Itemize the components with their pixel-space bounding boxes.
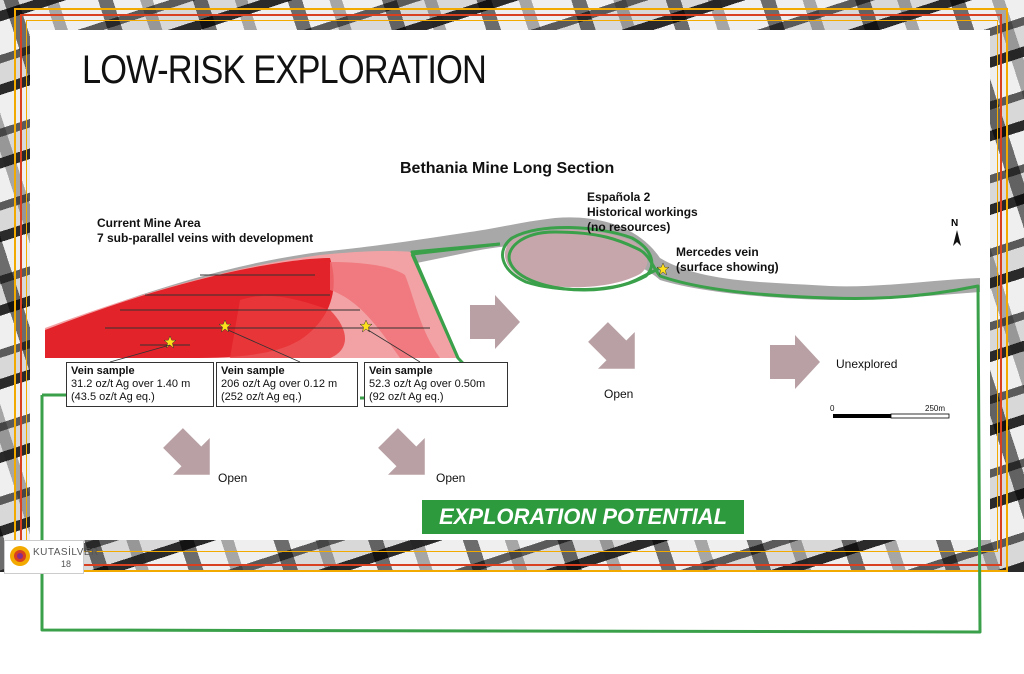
open-label-3: Open xyxy=(436,471,466,485)
open-label-1: Open xyxy=(604,387,634,401)
vein-sample-box-3: Vein sample 52.3 oz/t Ag over 0.50m (92 … xyxy=(364,362,508,407)
arrow-4 xyxy=(163,428,210,475)
north-arrow-icon xyxy=(953,230,961,246)
unexplored-label: Unexplored xyxy=(836,357,898,371)
star-4 xyxy=(656,262,670,276)
scale-bar xyxy=(833,413,950,419)
section-title: Bethania Mine Long Section xyxy=(400,160,615,177)
leader-lines xyxy=(109,329,421,363)
arrow-2 xyxy=(588,322,635,369)
arrow-1 xyxy=(470,295,520,349)
espanola-label: Española 2 Historical workings (no resou… xyxy=(587,190,698,234)
mercedes-label: Mercedes vein (surface showing) xyxy=(676,245,779,274)
open-arrows xyxy=(163,295,820,475)
vein-zone-3 xyxy=(330,262,440,358)
outline-segment-2 xyxy=(410,253,460,359)
north-label: N xyxy=(951,218,959,229)
espanola-outline xyxy=(501,226,654,291)
outline-segment xyxy=(411,242,501,256)
star-3 xyxy=(359,319,373,333)
scale-end: 250m xyxy=(925,404,946,413)
vein-sample-box-1: Vein sample 31.2 oz/t Ag over 1.40 m (43… xyxy=(66,362,214,407)
scale-start: 0 xyxy=(830,404,835,413)
page-title: LOW-RISK EXPLORATION xyxy=(82,48,487,92)
star-2 xyxy=(218,319,232,333)
vein-zone-2 xyxy=(230,295,345,358)
espanola-workings xyxy=(504,229,648,288)
logo-star-icon xyxy=(10,546,30,566)
current-mine-area-label: Current Mine Area 7 sub-parallel veins w… xyxy=(97,216,314,245)
company-logo: KUTASİLVER 18 xyxy=(4,540,98,574)
arrow-3 xyxy=(770,335,820,389)
vein-sample-box-2: Vein sample 206 oz/t Ag over 0.12 m (252… xyxy=(216,362,358,407)
arrow-5 xyxy=(378,428,425,475)
exploration-potential-banner: EXPLORATION POTENTIAL xyxy=(422,500,744,534)
open-label-2: Open xyxy=(218,471,248,485)
